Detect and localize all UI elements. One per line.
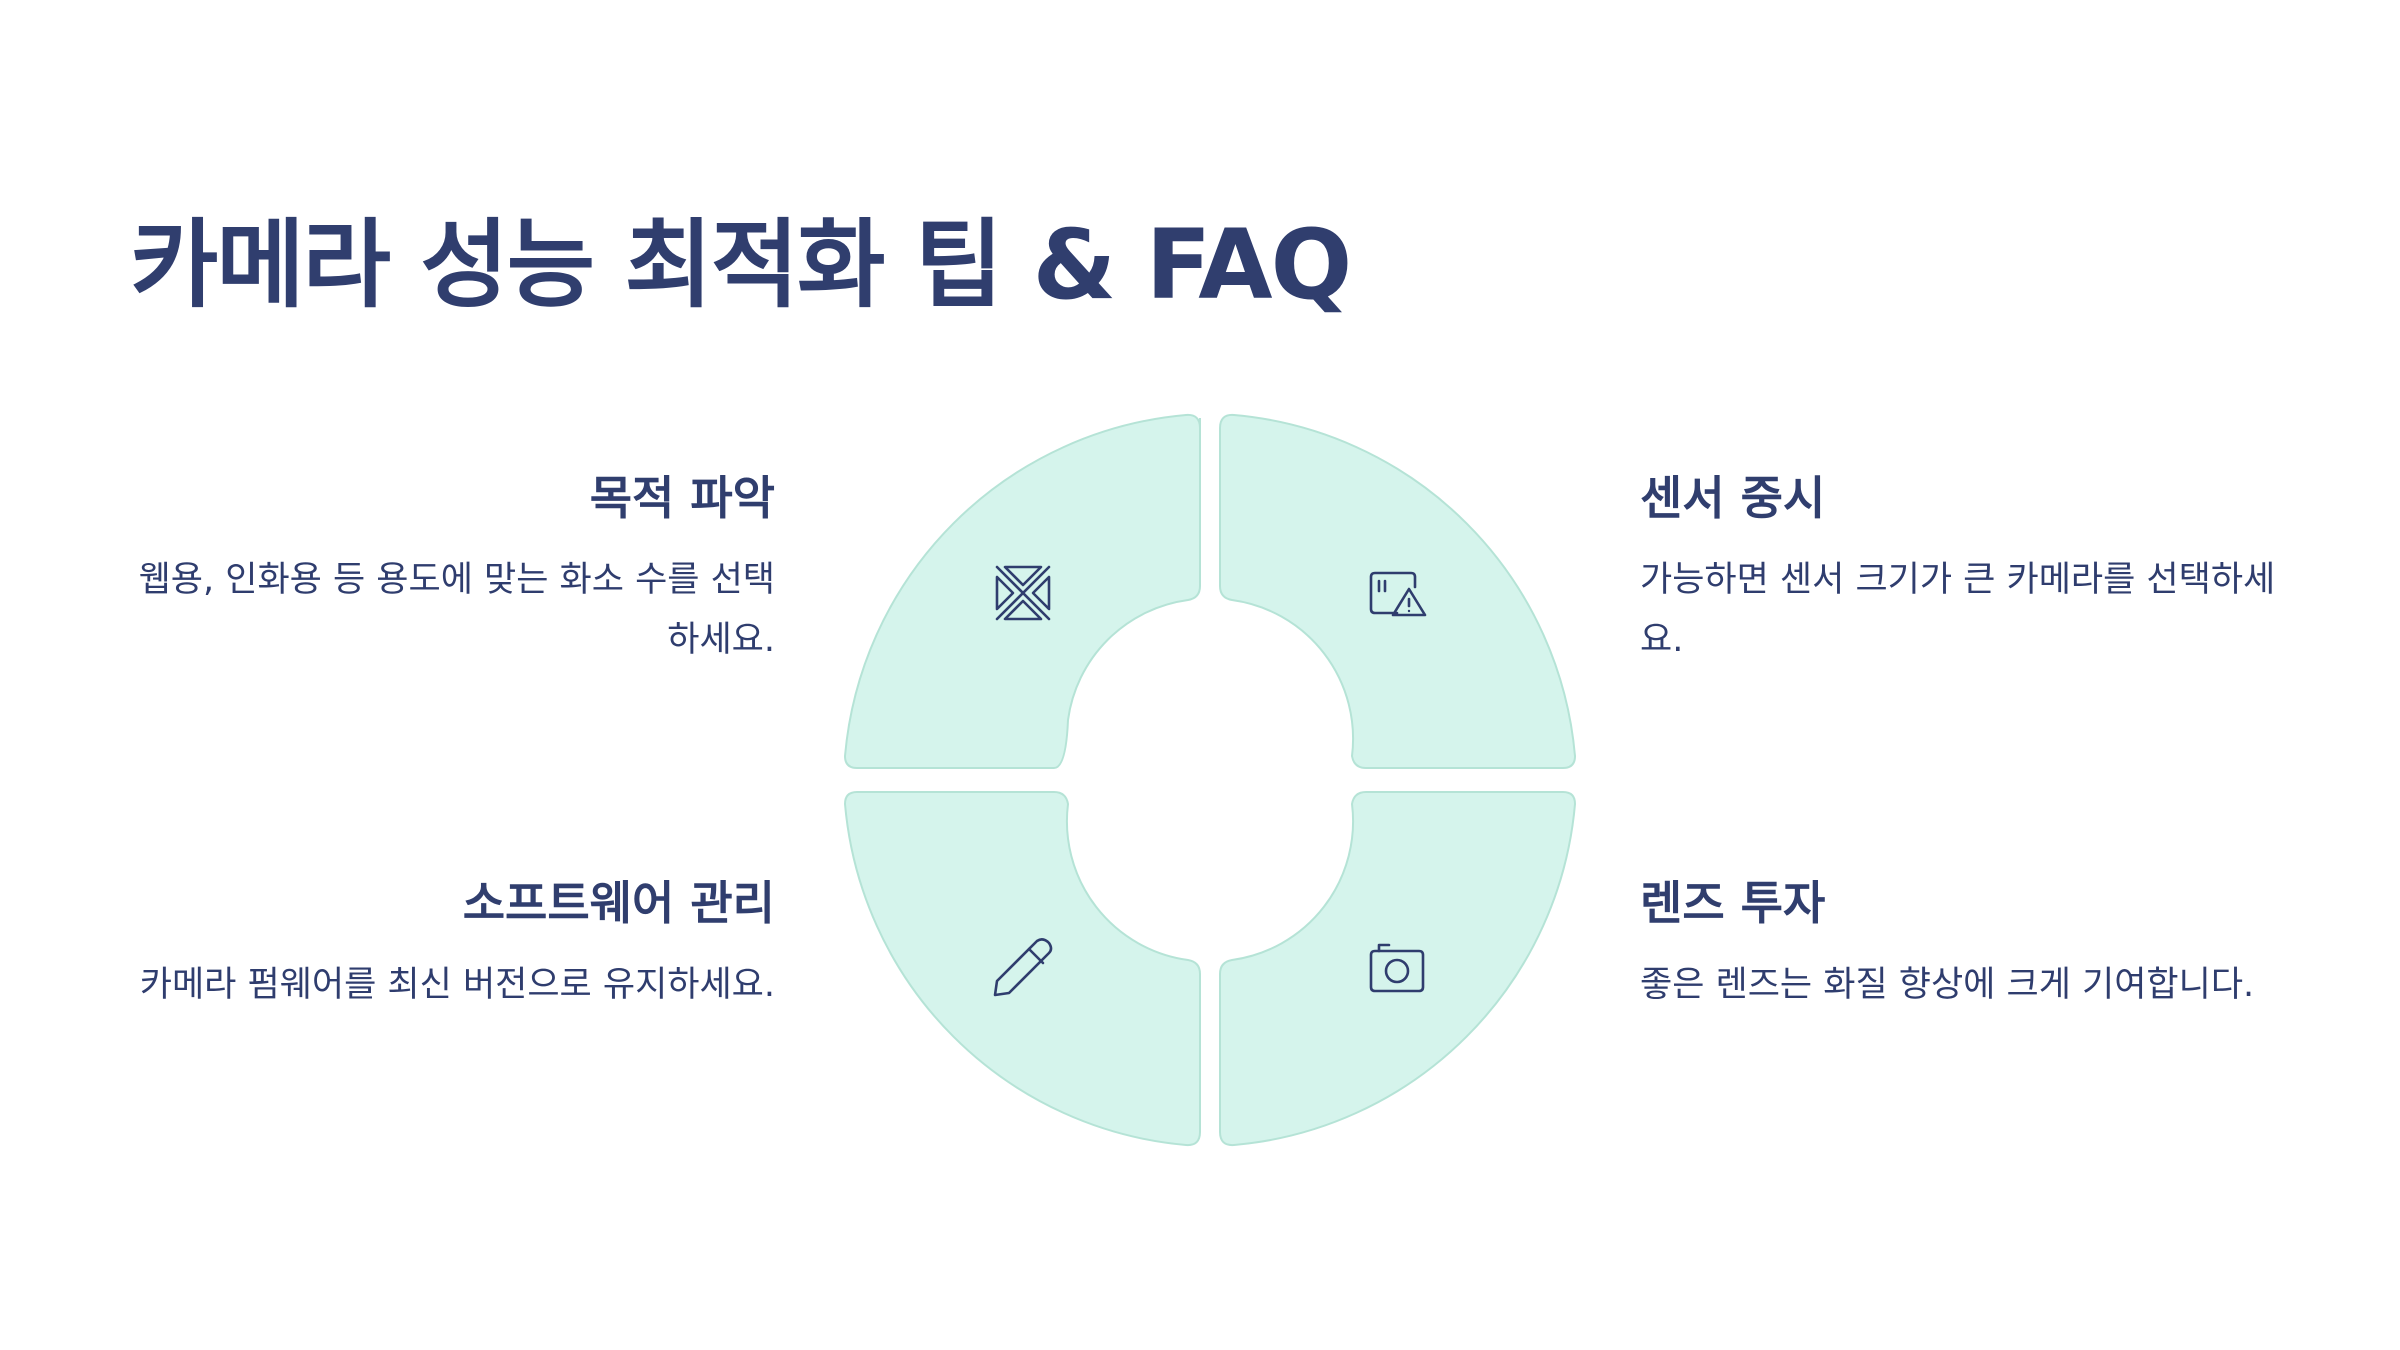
tip-lens-heading: 렌즈 투자: [1640, 876, 1826, 930]
tip-software-heading: 소프트웨어 관리: [462, 876, 775, 930]
sensor-warning-icon: [1369, 571, 1427, 617]
tip-software: 소프트웨어 관리 카메라 펌웨어를 최신 버전으로 유지하세요.: [115, 873, 775, 1015]
tip-sensor: 센서 중시 가능하면 센서 크기가 큰 카메라를 선택하세요.: [1640, 468, 2300, 670]
wheel-segment-top-right: [1219, 413, 1577, 769]
tip-sensor-body: 가능하면 센서 크기가 큰 카메라를 선택하세요.: [1640, 560, 2276, 660]
tip-lens-body: 좋은 렌즈는 화질 향상에 크게 기여합니다.: [1640, 965, 2255, 1005]
wheel-segment-bottom-left: [843, 791, 1201, 1147]
pencil-icon: [993, 938, 1053, 997]
tip-purpose-body: 웹용, 인화용 등 용도에 맞는 화소 수를 선택하세요.: [138, 560, 775, 660]
tip-software-body: 카메라 펌웨어를 최신 버전으로 유지하세요.: [139, 965, 775, 1005]
tip-purpose-heading: 목적 파악: [589, 471, 775, 525]
tip-purpose: 목적 파악 웹용, 인화용 등 용도에 맞는 화소 수를 선택하세요.: [115, 468, 775, 670]
quadrant-wheel: [843, 413, 1577, 1147]
collapse-arrows-icon: [995, 565, 1051, 621]
tip-sensor-heading: 센서 중시: [1640, 471, 1826, 525]
camera-icon: [1369, 943, 1425, 993]
wheel-segment-bottom-right: [1219, 791, 1577, 1147]
tip-lens: 렌즈 투자 좋은 렌즈는 화질 향상에 크게 기여합니다.: [1640, 873, 2300, 1015]
page-title: 카메라 성능 최적화 팁 & FAQ: [130, 209, 1352, 321]
